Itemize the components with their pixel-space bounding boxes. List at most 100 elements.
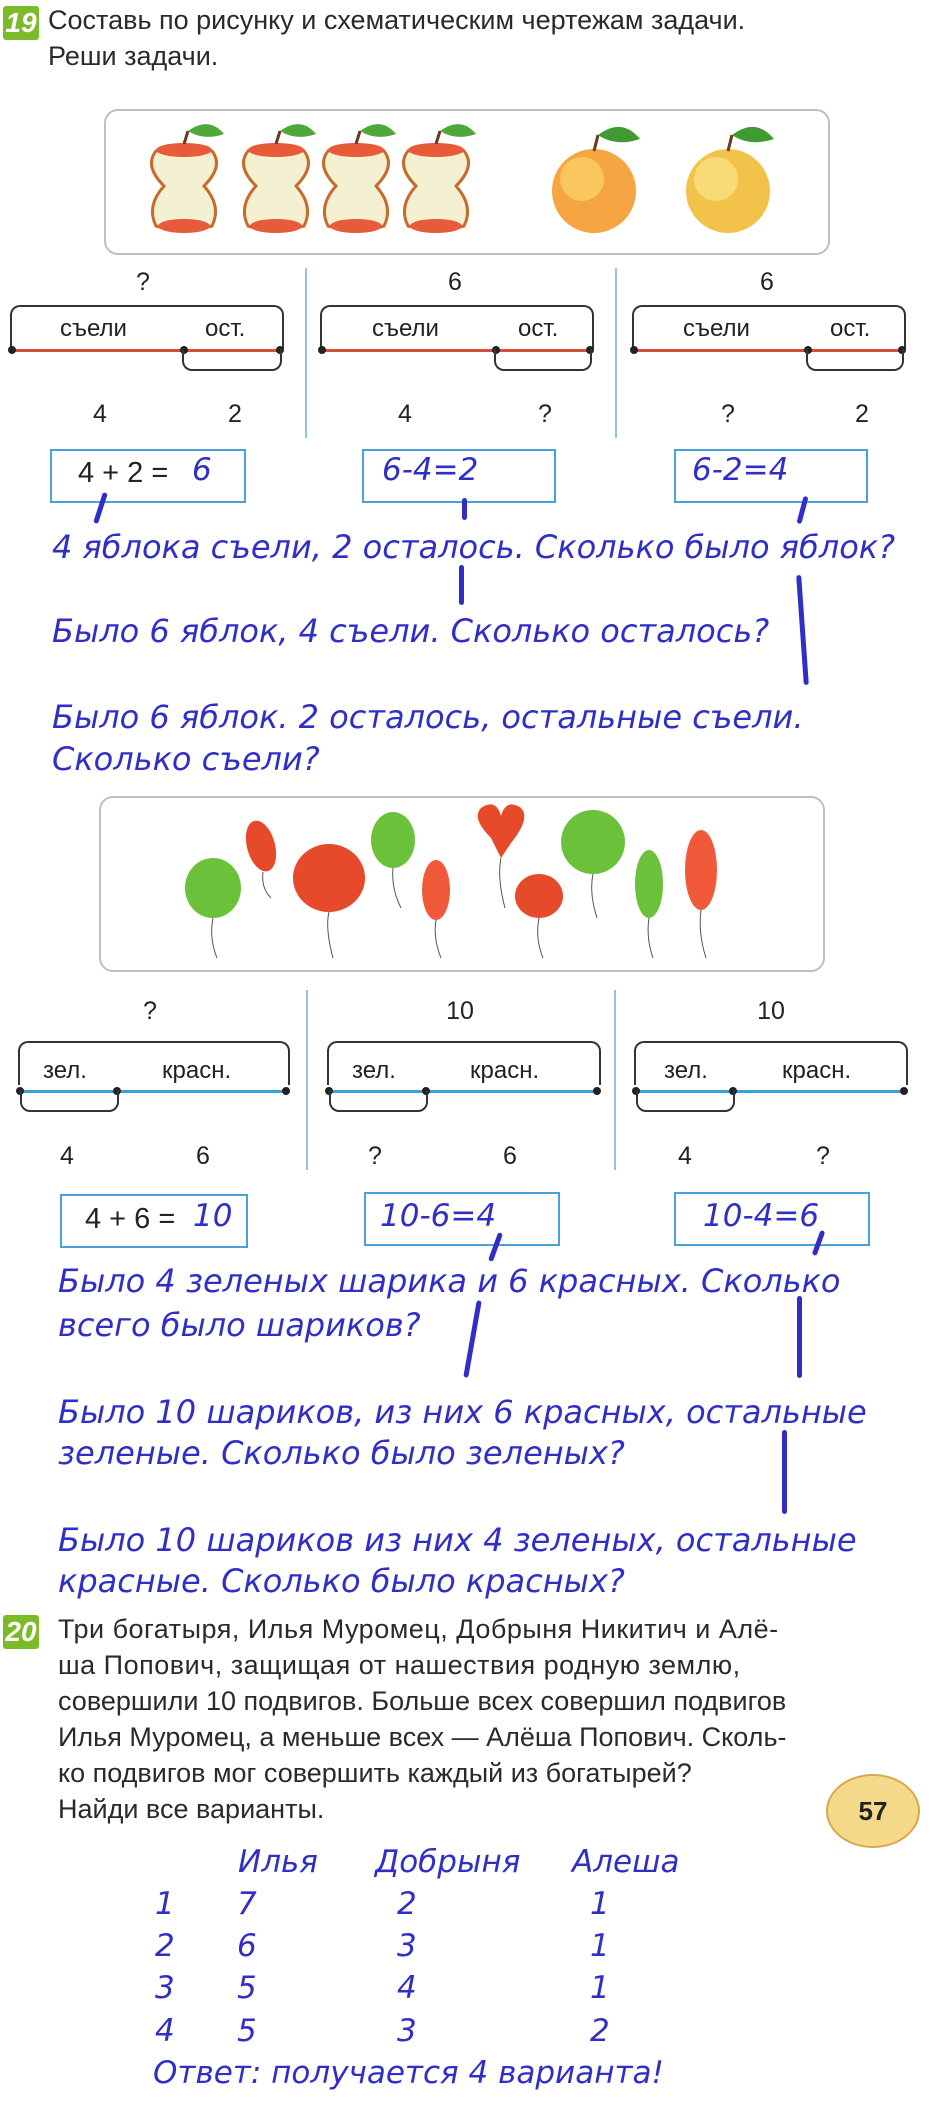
task-text: Три богатыря, Илья Муромец, Добрыня Ники… [58,1614,779,1644]
task-text: Составь по рисунку и схематическим черте… [48,5,746,35]
handwritten-answer: 6 [192,452,212,488]
segment-line [634,349,902,352]
handwritten-task: Было 10 шариков, из них 6 красных, остал… [58,1393,867,1431]
total-brace [632,305,906,349]
segment-line [20,1090,286,1093]
apple-core-icon [242,124,316,233]
task-text: Илья Муромец, а меньше всех — Алёша Попо… [58,1722,787,1752]
balloon-icon [422,860,450,959]
answer-box[interactable] [362,449,556,503]
handwritten-answer: 10-6=4 [380,1198,497,1234]
table-cell: 5 [237,2013,257,2049]
segment-label: съели [683,315,750,342]
handwritten-answer: 10 [193,1198,233,1234]
apple-core-icon [322,124,396,233]
table-cell: 7 [237,1886,257,1922]
apples-illustration [150,124,774,233]
handwritten-task: Было 6 яблок. 2 осталось, остальные съел… [52,698,804,736]
answer-box[interactable] [50,449,246,503]
segment-label: зел. [664,1057,708,1084]
segment-label: ост. [830,315,871,342]
table-cell: 5 [237,1970,257,2006]
part-value: ? [368,1142,382,1170]
table-cell: 2 [397,1886,417,1922]
column-divider [614,990,616,1170]
task-number-badge: 20 [3,1615,39,1649]
handwritten-task: Сколько съели? [52,740,320,778]
segment-label: красн. [470,1057,540,1084]
table-cell: 1 [590,1928,610,1964]
handwritten-task: Было 4 зеленых шарика и 6 красных. Сколь… [58,1262,841,1300]
table-cell: 6 [237,1928,257,1964]
part-value: 6 [196,1142,210,1170]
answer-box[interactable] [674,1192,870,1246]
part-brace [20,1090,119,1112]
segment-label: зел. [43,1057,87,1084]
segment-line [636,1090,904,1093]
table-cell: 1 [590,1886,610,1922]
answer-expression: 4 + 6 = [85,1203,176,1235]
table-cell: 4 [155,2013,175,2049]
part-value: 4 [398,400,412,428]
segment-label: ост. [518,315,559,342]
balloon-icon [635,850,663,959]
table-cell: 1 [155,1886,175,1922]
table-cell: 3 [155,1970,175,2006]
part-value: 2 [855,400,869,428]
total-label: 10 [757,997,785,1025]
pen-stroke [796,574,809,686]
part-value: ? [538,400,552,428]
apples-picture [104,109,830,255]
table-cell: 3 [397,1928,417,1964]
part-value: 4 [678,1142,692,1170]
segment-point [318,346,326,354]
table-cell: 3 [397,2013,417,2049]
segment-label: красн. [162,1057,232,1084]
part-value: 6 [503,1142,517,1170]
segment-label: съели [60,315,127,342]
segment-line [329,1090,597,1093]
apple-core-icon [150,124,224,233]
handwritten-task: Было 10 шариков из них 4 зеленых, осталь… [58,1521,857,1559]
pen-stroke [463,1300,482,1378]
answer-box[interactable] [674,449,868,503]
handwritten-answer: 6-2=4 [692,452,789,488]
handwritten-task: красные. Сколько было красных? [58,1562,625,1600]
balloon-icon [515,874,563,959]
segment-label: зел. [352,1057,396,1084]
handwritten-task: 4 яблока съели, 2 осталось. Сколько было… [52,528,896,566]
segment-line [12,349,280,352]
pen-stroke [782,1430,787,1514]
part-value: ? [816,1142,830,1170]
handwritten-task: Было 6 яблок, 4 съели. Сколько осталось? [52,612,770,650]
pen-stroke [462,498,467,520]
balloons-picture [99,796,825,972]
segment-label: красн. [782,1057,852,1084]
part-value: 2 [228,400,242,428]
part-brace [806,349,904,371]
balloon-icon [185,858,241,959]
part-value: 4 [60,1142,74,1170]
balloon-icon [245,820,277,899]
column-divider [615,268,617,438]
task-text: совершили 10 подвигов. Больше всех совер… [58,1686,787,1716]
total-label: 10 [446,997,474,1025]
balloon-icon [371,812,415,909]
segment-line [322,349,590,352]
total-label: ? [136,268,150,296]
balloon-icon [561,810,625,919]
part-brace [329,1090,428,1112]
answer-box[interactable] [364,1192,560,1246]
total-brace [10,305,284,349]
segment-label: ост. [205,315,246,342]
balloon-icon [477,804,525,909]
answer-box[interactable] [60,1194,248,1248]
segment-label: съели [372,315,439,342]
table-cell: 2 [155,1928,175,1964]
task-text: ко подвигов мог совершить каждый из бога… [58,1758,692,1788]
task-text: Реши задачи. [48,41,219,71]
part-brace [182,349,282,371]
handwritten-task: всего было шариков? [58,1306,421,1344]
apple-core-icon [402,124,476,233]
part-brace [636,1090,735,1112]
